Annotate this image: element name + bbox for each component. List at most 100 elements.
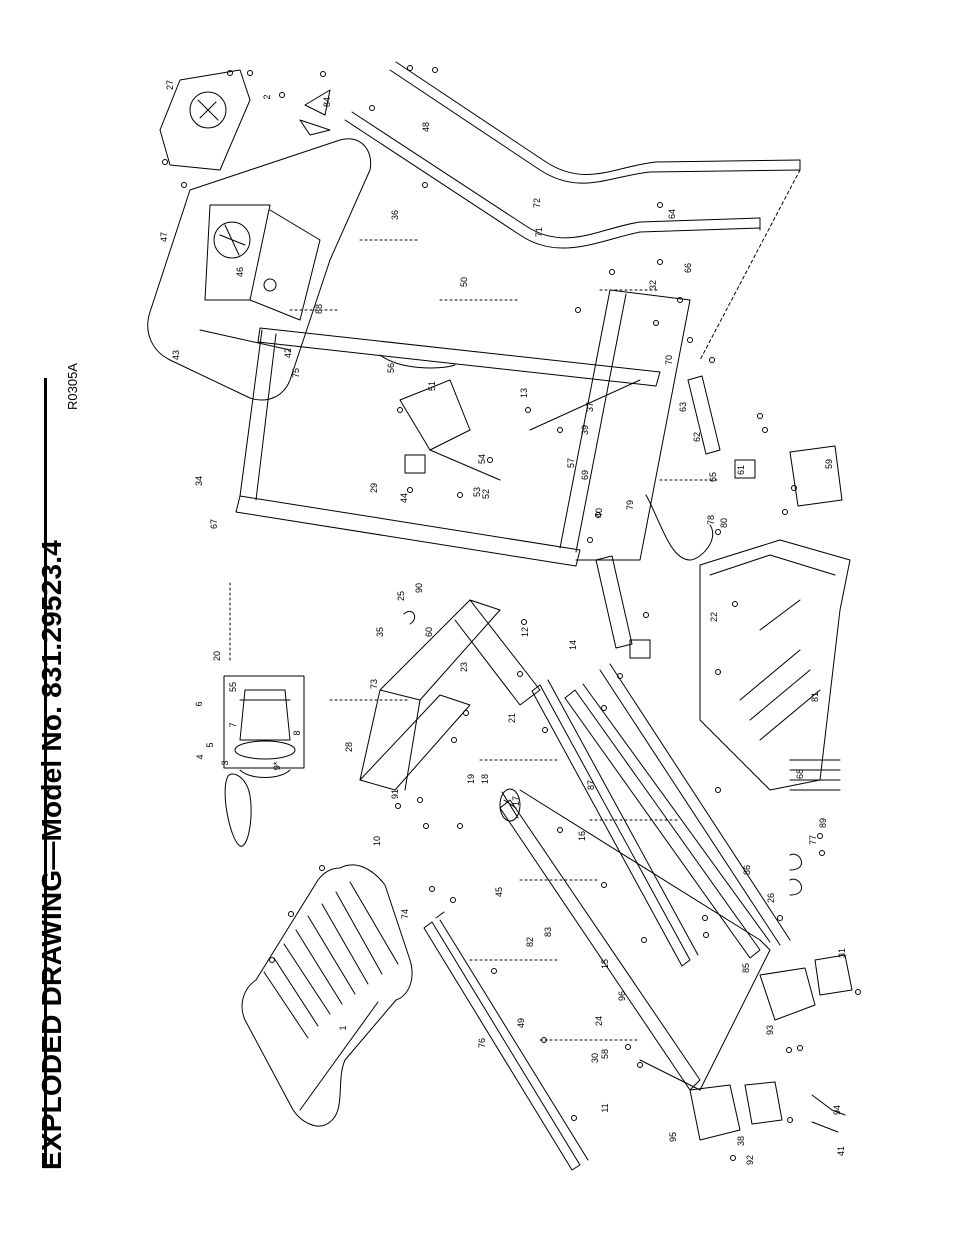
callout-53: 53 bbox=[472, 487, 482, 497]
callout-13: 13 bbox=[519, 388, 529, 398]
callout-81: 81 bbox=[810, 692, 820, 702]
callout-15: 15 bbox=[600, 959, 610, 969]
callout-28: 28 bbox=[344, 742, 354, 752]
callout-20: 20 bbox=[212, 651, 222, 661]
callout-55: 55 bbox=[228, 682, 238, 692]
callout-35: 35 bbox=[375, 627, 385, 637]
callout-14: 14 bbox=[568, 640, 578, 650]
callout-5: 5 bbox=[205, 742, 215, 747]
callout-74: 74 bbox=[400, 909, 410, 919]
callout-26: 26 bbox=[766, 893, 776, 903]
callout-56: 56 bbox=[386, 363, 396, 373]
callout-59: 59 bbox=[824, 459, 834, 469]
upright-frame bbox=[235, 289, 691, 567]
motor-controller bbox=[699, 539, 851, 791]
callout-96: 96 bbox=[617, 991, 627, 1001]
callout-37: 37 bbox=[585, 402, 595, 412]
callout-50: 50 bbox=[459, 277, 469, 287]
callout-25: 25 bbox=[396, 591, 406, 601]
callout-40: 40 bbox=[594, 508, 604, 518]
callout-4: 4 bbox=[195, 754, 205, 759]
callout-75: 75 bbox=[291, 368, 301, 378]
callout-88: 88 bbox=[314, 304, 324, 314]
callout-10: 10 bbox=[372, 836, 382, 846]
motor-hood bbox=[241, 864, 413, 1127]
callout-94: 94 bbox=[832, 1105, 842, 1115]
drive-belt bbox=[224, 773, 252, 847]
callout-21: 21 bbox=[507, 713, 517, 723]
front-stabilizer bbox=[789, 445, 843, 507]
callout-52: 52 bbox=[481, 489, 491, 499]
callout-60: 60 bbox=[424, 627, 434, 637]
callout-90: 90 bbox=[414, 583, 424, 593]
callout-7: 7 bbox=[228, 722, 238, 727]
tools-and-wires bbox=[379, 354, 846, 1133]
rear-feet bbox=[689, 954, 853, 1141]
callout-67: 67 bbox=[209, 519, 219, 529]
callout-1: 1 bbox=[338, 1025, 348, 1030]
callout-34: 34 bbox=[194, 476, 204, 486]
callout-17: 17 bbox=[511, 796, 521, 806]
callout-70: 70 bbox=[664, 355, 674, 365]
callout-61: 61 bbox=[736, 465, 746, 475]
callout-82: 82 bbox=[525, 937, 535, 947]
callout-42: 42 bbox=[283, 348, 293, 358]
callout-45: 45 bbox=[494, 887, 504, 897]
console bbox=[147, 138, 372, 401]
callout-39: 39 bbox=[580, 425, 590, 435]
callout-29: 29 bbox=[369, 483, 379, 493]
front-pulley bbox=[499, 788, 521, 822]
callout-66: 66 bbox=[683, 263, 693, 273]
callout-43: 43 bbox=[171, 350, 181, 360]
callout-79: 79 bbox=[625, 500, 635, 510]
callout-11: 11 bbox=[600, 1103, 610, 1112]
callout-2: 2 bbox=[262, 94, 272, 99]
callout-76: 76 bbox=[477, 1038, 487, 1048]
callout-62: 62 bbox=[692, 432, 702, 442]
callout-23: 23 bbox=[459, 662, 469, 672]
right-rails bbox=[531, 679, 771, 967]
callout-73: 73 bbox=[369, 679, 379, 689]
callout-72: 72 bbox=[532, 198, 542, 208]
callout-93: 93 bbox=[765, 1025, 775, 1035]
callout-49: 49 bbox=[516, 1018, 526, 1028]
callout-51: 51 bbox=[427, 381, 437, 391]
callout-47: 47 bbox=[159, 232, 169, 242]
callout-36: 36 bbox=[390, 210, 400, 220]
callout-57: 57 bbox=[566, 458, 576, 468]
callout-46: 46 bbox=[235, 267, 245, 277]
handrails bbox=[344, 61, 801, 361]
callout-6: 6 bbox=[194, 701, 204, 706]
title-rule bbox=[44, 378, 47, 1168]
callout-41: 41 bbox=[836, 1146, 846, 1156]
callout-54: 54 bbox=[477, 454, 487, 464]
callout-31: 31 bbox=[837, 948, 847, 958]
callout-78: 78 bbox=[706, 515, 716, 525]
fasteners bbox=[162, 65, 861, 1161]
callout-64: 64 bbox=[667, 209, 677, 219]
callout-92: 92 bbox=[745, 1155, 755, 1165]
callout-30: 30 bbox=[590, 1053, 600, 1063]
callout-16: 16 bbox=[577, 831, 587, 841]
callout-27: 27 bbox=[165, 80, 175, 90]
callout-85: 85 bbox=[741, 963, 751, 973]
callout-labels: 123456789*101112131415161718192021222324… bbox=[159, 80, 847, 1165]
left-rail bbox=[423, 911, 589, 1171]
callout-83: 83 bbox=[543, 927, 553, 937]
callout-32: 32 bbox=[648, 280, 658, 290]
callout-63: 63 bbox=[678, 402, 688, 412]
callout-69: 69 bbox=[580, 470, 590, 480]
lift-motor bbox=[399, 379, 501, 481]
front-base-frame bbox=[359, 599, 541, 791]
callout-38: 38 bbox=[736, 1136, 746, 1146]
callout-87: 87 bbox=[586, 780, 596, 790]
callout-89: 89 bbox=[818, 818, 828, 828]
callout-3: 3 bbox=[220, 760, 230, 765]
callout-44: 44 bbox=[399, 493, 409, 503]
console-fan-assembly bbox=[159, 69, 331, 171]
callout-48: 48 bbox=[421, 122, 431, 132]
callout-68: 68 bbox=[795, 769, 805, 779]
callout-22: 22 bbox=[709, 612, 719, 622]
